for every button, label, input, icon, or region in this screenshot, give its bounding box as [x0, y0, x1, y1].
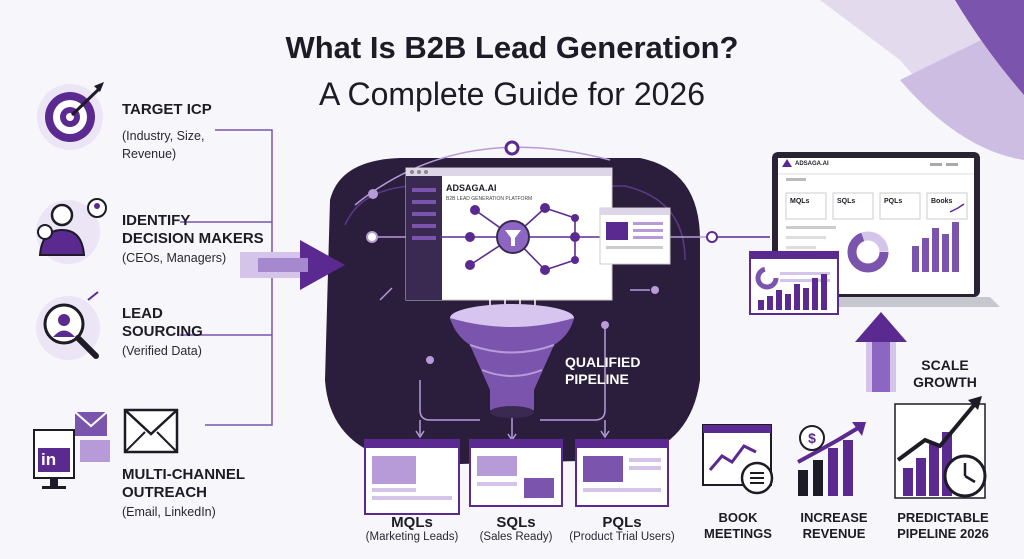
step-decision-makers-title1: IDENTIFY — [122, 212, 191, 229]
mql-title: MQLs — [391, 514, 433, 531]
laptop-brand: ADSAGA.AI — [795, 161, 829, 167]
laptop-card-mqls: MQLs — [790, 198, 810, 205]
mql-sub: (Marketing Leads) — [365, 531, 459, 543]
scale-label-line1: SCALE — [921, 357, 969, 373]
dollar-symbol: $ — [808, 430, 816, 446]
book-meetings-line2: MEETINGS — [704, 526, 772, 541]
scale-label-line2: GROWTH — [913, 374, 977, 390]
sql-title: SQLs — [496, 514, 536, 531]
step-lead-sourcing-title1: LEAD — [122, 305, 163, 322]
step-decision-makers-sub: (CEOs, Managers) — [122, 251, 227, 265]
pql-card — [575, 439, 669, 507]
mql-card — [364, 439, 460, 515]
page-subtitle: A Complete Guide for 2026 — [318, 76, 705, 112]
step-target-icp-sub1: (Industry, Size, — [122, 129, 205, 143]
platform-name: ADSAGA.AI — [446, 183, 497, 193]
sql-sub: (Sales Ready) — [479, 531, 553, 543]
predictable-pipeline-line1: PREDICTABLE — [897, 510, 989, 525]
laptop-card-pqls: PQLs — [884, 198, 903, 205]
platform-tagline: B2B LEAD GENERATION PLATFORM — [446, 196, 533, 202]
increase-revenue-line1: INCREASE — [800, 510, 868, 525]
increase-revenue-label: INCREASE REVENUE — [786, 510, 882, 542]
meeting-chart-icon — [702, 424, 774, 495]
laptop-card-sqls: SQLs — [837, 198, 856, 205]
step-outreach-title1: MULTI-CHANNEL — [122, 466, 246, 483]
laptop-card-books: Books — [931, 198, 953, 205]
pql-sub: (Product Trial Users) — [569, 531, 675, 543]
predictable-pipeline-label: PREDICTABLE PIPELINE 2026 — [884, 510, 1002, 542]
book-meetings-label: BOOK MEETINGS — [692, 510, 784, 542]
dollar-growth-icon — [797, 422, 866, 496]
qualified-pipeline-label: QUALIFIED PIPELINE — [565, 354, 640, 388]
step-lead-sourcing-sub: (Verified Data) — [122, 344, 202, 358]
step-target-icp-title: TARGET ICP — [122, 101, 212, 118]
predictable-pipeline-line2: PIPELINE 2026 — [897, 526, 989, 541]
qualified-label-line2: PIPELINE — [565, 371, 629, 387]
step-outreach-title2: OUTREACH — [122, 484, 207, 501]
sql-card — [469, 439, 563, 507]
linkedin-badge: in — [41, 450, 57, 469]
step-outreach-sub: (Email, LinkedIn) — [122, 505, 216, 519]
book-meetings-line1: BOOK — [718, 510, 758, 525]
increase-revenue-line2: REVENUE — [802, 526, 866, 541]
step-lead-sourcing-title2: SOURCING — [122, 323, 203, 340]
scale-growth-label: SCALE GROWTH — [900, 357, 990, 391]
filter-icon — [505, 230, 521, 246]
pql-title: PQLs — [602, 514, 642, 531]
qualified-label-line1: QUALIFIED — [565, 354, 641, 370]
clock-growth-icon — [894, 396, 987, 499]
page-title: What Is B2B Lead Generation? — [285, 30, 739, 65]
step-target-icp-sub2: Revenue) — [122, 147, 177, 161]
step-decision-makers-title2: DECISION MAKERS — [122, 230, 264, 247]
node-dot — [504, 140, 520, 156]
